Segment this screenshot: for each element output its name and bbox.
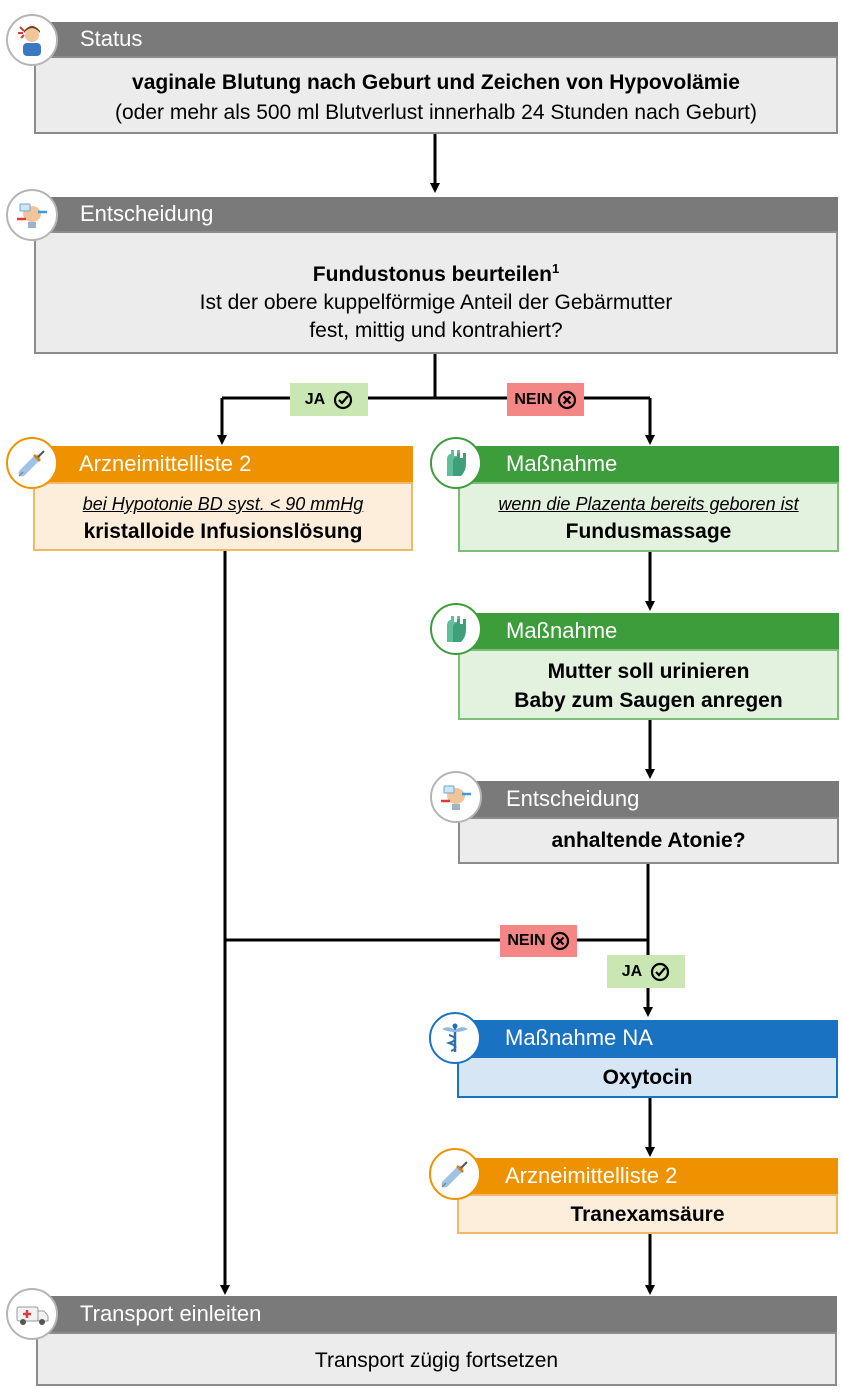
transport-text: Transport zügig fortsetzen [314,1349,559,1372]
status-header-label: Status [80,26,143,51]
med1-header: Arzneimittelliste 2 [33,446,413,482]
status-body: vaginale Blutung nach Geburt und Zeichen… [34,56,838,134]
ambulance-icon [6,1288,58,1340]
measure-na-header: Maßnahme NA [457,1020,838,1056]
measure-na-header-label: Maßnahme NA [505,1025,653,1050]
measure1-body: wenn die Plazenta bereits geboren ist Fu… [458,482,839,552]
branch-ja-badge-2: JA [607,955,685,988]
gloves-icon [430,437,482,489]
x-circle-icon [557,390,576,409]
measure2-header-label: Maßnahme [506,618,618,643]
measure1-action: Fundusmassage [565,520,732,543]
measure-na-action: Oxytocin [602,1066,693,1089]
transport-header: Transport einleiten [36,1296,837,1332]
status-line1: vaginale Blutung nach Geburt und Zeichen… [132,71,740,94]
syringe-icon [6,437,58,489]
check-circle-icon [334,390,353,409]
syringe-icon [429,1148,481,1200]
measure2-body: Mutter soll urinieren Baby zum Saugen an… [458,649,839,720]
med1-drug: kristalloide Infusionslösung [83,520,363,543]
med1-header-label: Arzneimittelliste 2 [79,451,252,476]
decision2-header: Entscheidung [458,781,839,817]
branch-nein-label-2: NEIN [507,932,546,949]
decision1-header: Entscheidung [34,197,838,231]
transport-body: Transport zügig fortsetzen [36,1332,837,1386]
decision1-header-label: Entscheidung [80,201,214,226]
med2-body: Tranexamsäure [457,1194,838,1234]
measure-na-body: Oxytocin [457,1056,838,1098]
person-headache-icon [6,14,58,66]
decision2-body: anhaltende Atonie? [458,817,839,864]
decision1-body: Fundustonus beurteilen1 Ist der obere ku… [34,231,838,354]
status-line2: (oder mehr als 500 ml Blutverlust innerh… [114,101,758,124]
measure1-header: Maßnahme [458,446,839,482]
branch-ja-label-1: JA [304,390,326,408]
gloves-icon [430,603,482,655]
decision2-header-label: Entscheidung [506,786,640,811]
med1-body: bei Hypotonie BD syst. < 90 mmHg kristal… [33,482,413,551]
decision1-line2: Ist der obere kuppelförmige Anteil der G… [199,291,673,314]
measure1-header-label: Maßnahme [506,451,618,476]
x-circle-icon [550,931,569,951]
branch-ja-label-2: JA [621,962,643,980]
status-header: Status [34,22,838,56]
decision1-footnote: 1 [551,261,560,276]
measure1-condition: wenn die Plazenta bereits geboren ist [498,494,799,514]
decision1-title: Fundustonus beurteilen [312,263,552,286]
branch-nein-badge-2: NEIN [500,925,577,957]
decision1-line3: fest, mittig und kontrahiert? [309,319,563,342]
transport-header-label: Transport einleiten [80,1301,262,1326]
measure2-line1: Mutter soll urinieren [547,660,750,683]
measure2-header: Maßnahme [458,613,839,649]
med1-condition: bei Hypotonie BD syst. < 90 mmHg [82,494,364,514]
branch-nein-label-1: NEIN [514,390,553,408]
branch-nein-badge-1: NEIN [507,383,584,416]
caduceus-icon [429,1012,481,1064]
decision1-title-line: Fundustonus beurteilen1 [36,255,836,289]
measure2-line2: Baby zum Saugen anregen [514,689,783,712]
med2-header-label: Arzneimittelliste 2 [505,1163,678,1188]
decision-hand-icon [6,189,58,241]
check-circle-icon [651,962,670,981]
branch-ja-badge-1: JA [290,383,368,416]
decision-hand-icon [430,771,482,823]
med2-drug: Tranexamsäure [570,1203,725,1226]
decision2-question: anhaltende Atonie? [551,829,746,852]
med2-header: Arzneimittelliste 2 [457,1158,838,1194]
